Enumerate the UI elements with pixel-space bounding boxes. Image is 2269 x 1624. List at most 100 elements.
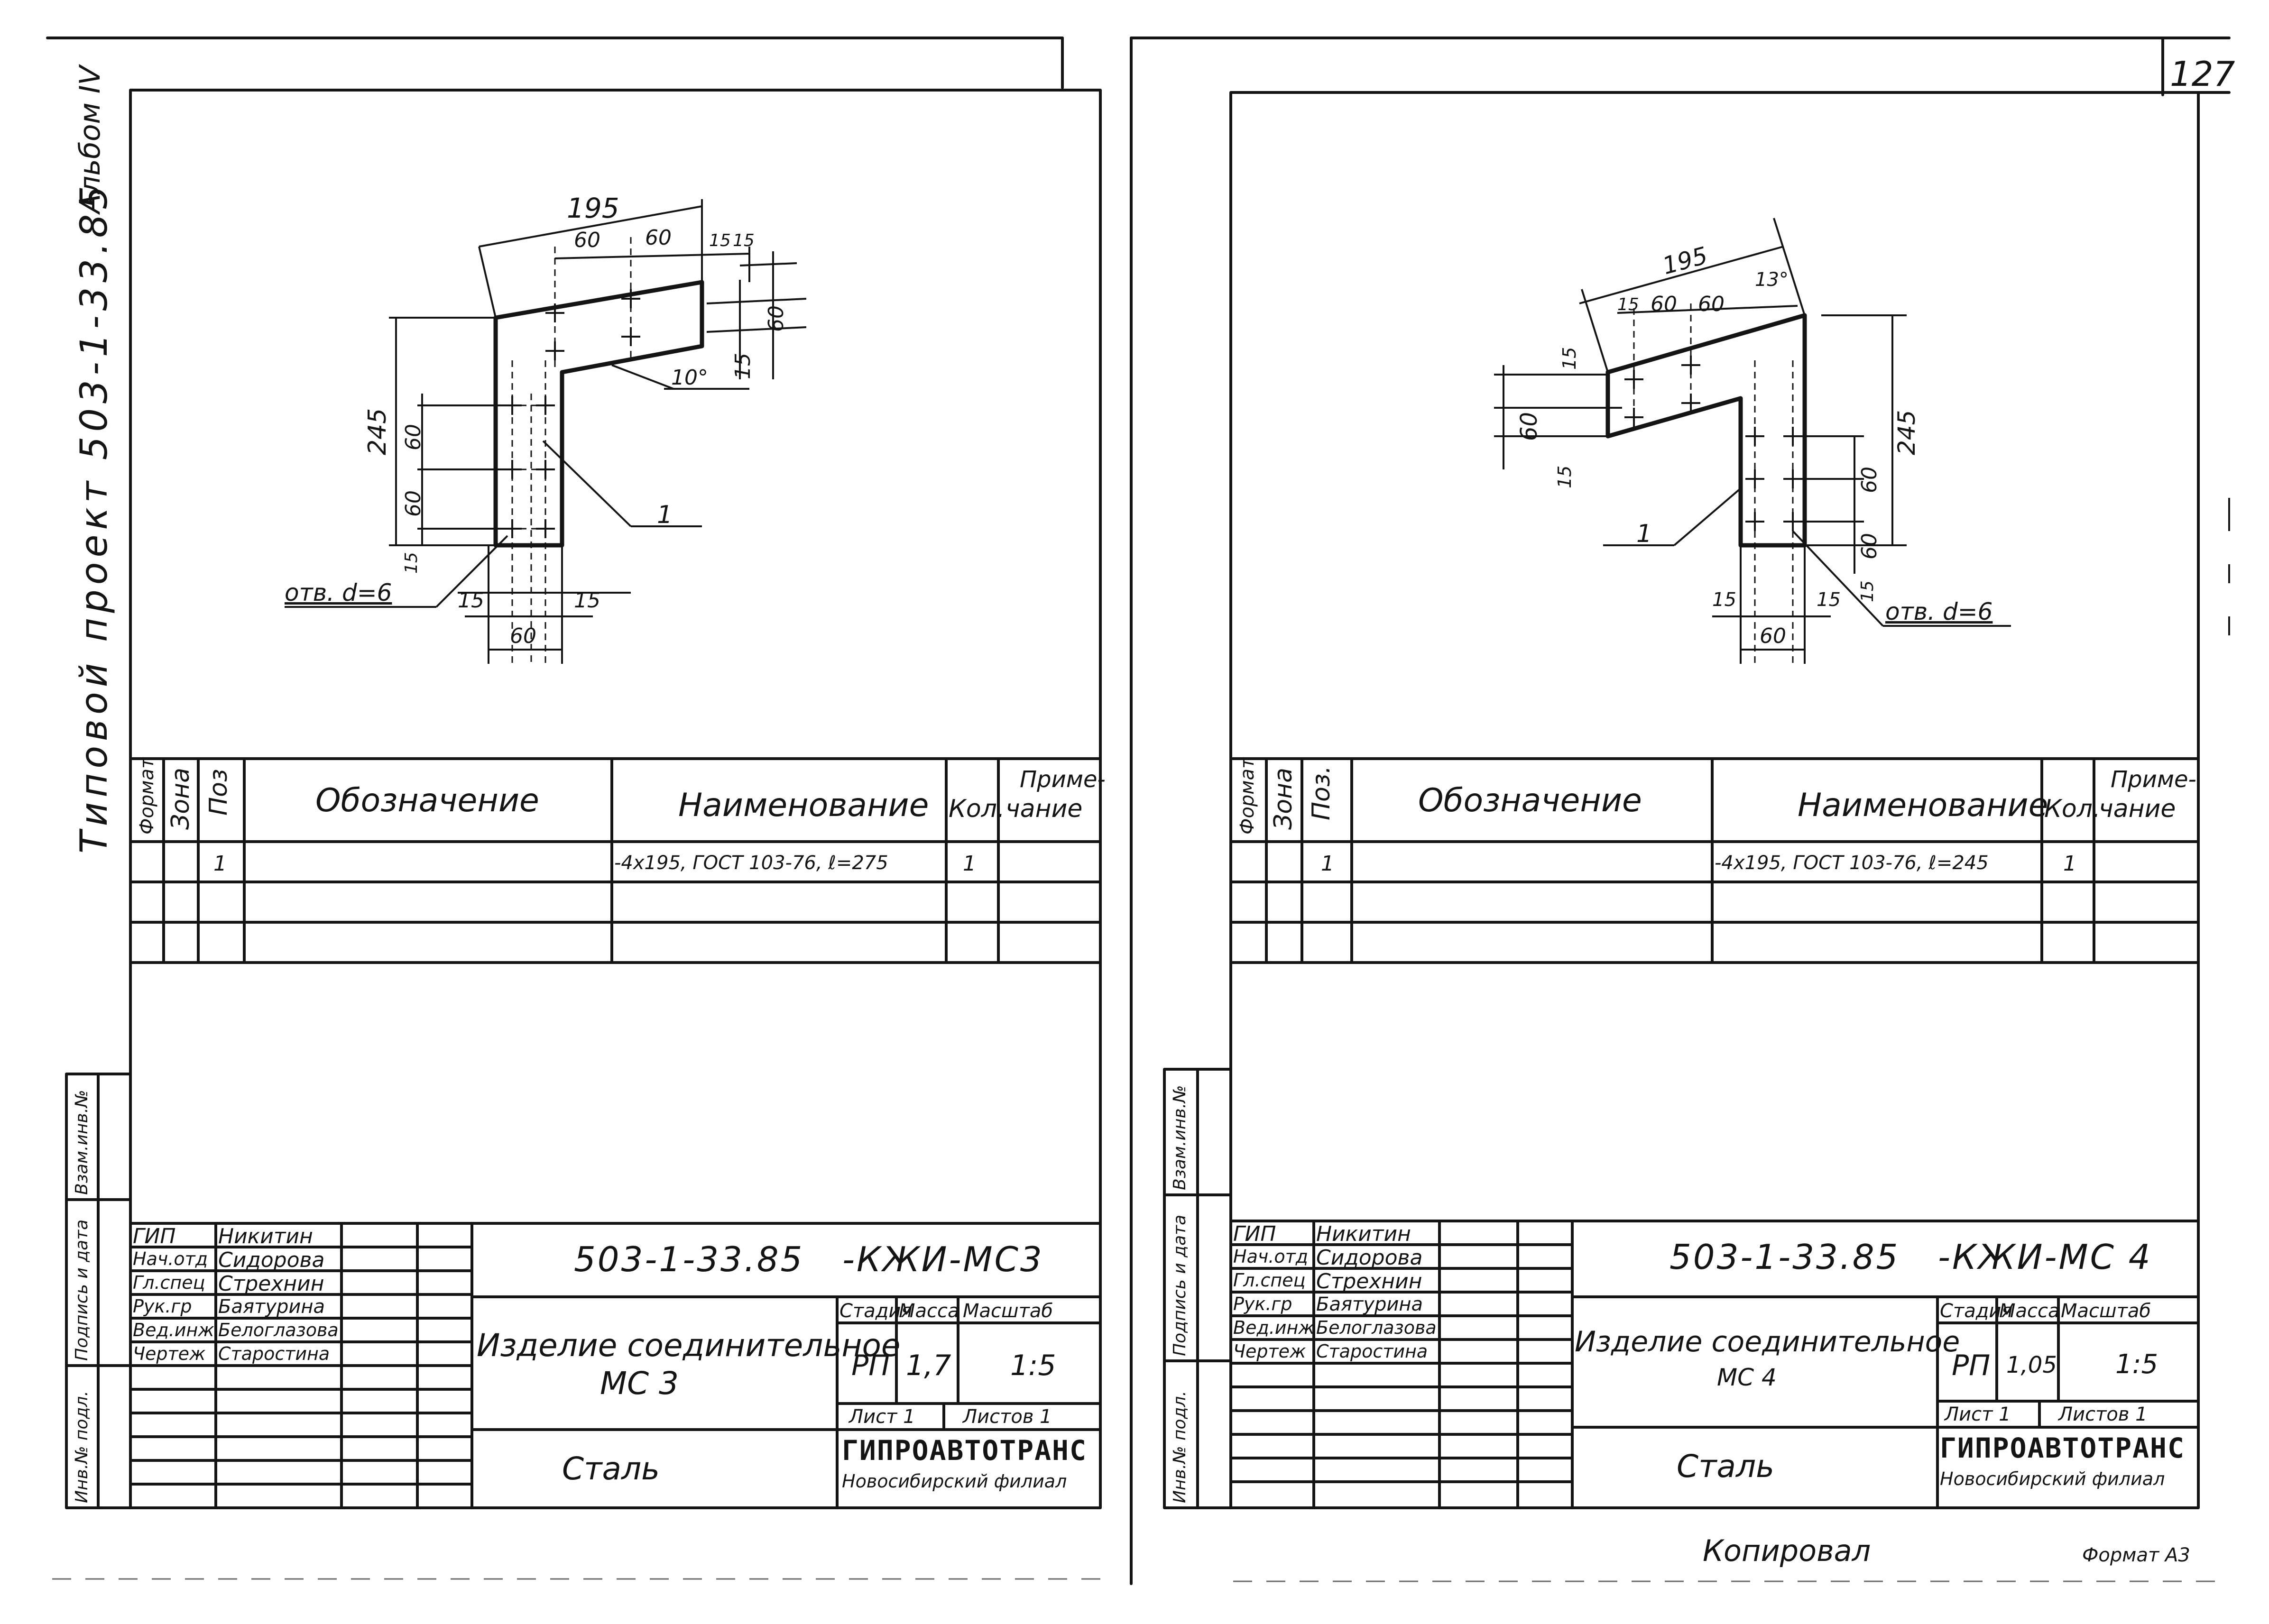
mc3-scale-label: Масштаб — [963, 1300, 1053, 1322]
mc4-signer-role-2: Нач.отд — [1233, 1246, 1309, 1267]
mc3-stage: РП — [851, 1349, 890, 1382]
mc4-scale-label: Масштаб — [2061, 1300, 2151, 1322]
mc3-hole-note: отв. d=6 — [285, 579, 392, 606]
stamp-inv-orig-right: Инв.№ подл. — [1170, 1391, 1190, 1503]
mc4-leader-pos: 1 — [1636, 520, 1652, 548]
mc4-dim-h60b: 60 — [1857, 533, 1882, 560]
mc4-signer-role-1: ГИП — [1233, 1222, 1276, 1246]
mc4-dim-h15: 15 — [1858, 580, 1877, 602]
mc4-dim-angle: 13° — [1755, 269, 1789, 291]
mc4-signer-role-6: Чертеж — [1233, 1341, 1306, 1362]
mc3-branch: Новосибирский филиал — [842, 1471, 1067, 1492]
mc4-signer-name-5: Белоглазова — [1316, 1317, 1437, 1338]
mc3-dim-60a: 60 — [574, 228, 600, 252]
mc3-title-line-1: Изделие соединительное — [477, 1327, 901, 1364]
spec-header-name-right: Наименование — [1798, 787, 2048, 824]
spec-header-zone: Зона — [166, 767, 195, 830]
mc4-signer-role-5: Вед.инж — [1233, 1317, 1315, 1338]
mc4-signer-role-3: Гл.спец — [1233, 1270, 1306, 1291]
mc4-title-line-2: МС 4 — [1717, 1364, 1777, 1391]
mc4-dim-height: 245 — [1893, 410, 1920, 455]
mc4-dim-h60a: 60 — [1857, 467, 1882, 493]
stamp-inv-sub: Взам.инв.№ — [72, 1090, 92, 1195]
sheet-number: 127 — [2170, 54, 2235, 94]
mc4-mass-label: Масса — [1999, 1300, 2060, 1322]
mc4-dim-b15b: 15 — [1817, 589, 1841, 611]
mc3-signer-name-6: Старостина — [218, 1343, 330, 1364]
mc4-organization: ГИПРОАВТОТРАНС — [1940, 1432, 2185, 1464]
mc3-sheets-label: Листов 1 — [963, 1406, 1052, 1428]
mc3-dim-15b: 15 — [733, 231, 755, 250]
copied-label: Копировал — [1703, 1533, 1871, 1568]
mc4-signer-name-6: Старостина — [1316, 1341, 1428, 1362]
spec-header-note-2-right: чание — [2099, 795, 2176, 823]
spec-header-note-1-right: Приме- — [2111, 766, 2196, 793]
mc3-mass: 1,7 — [906, 1349, 951, 1382]
mc3-dim-b15b: 15 — [574, 588, 600, 613]
mc4-sheet-label: Лист 1 — [1945, 1404, 2011, 1425]
mc3-signer-name-2: Сидорова — [218, 1248, 325, 1272]
mc3-spec-name: -4х195, ГОСТ 103-76, ℓ=275 — [614, 852, 888, 874]
mc3-drawing-code: 503-1-33.85 -КЖИ-МС3 — [574, 1239, 1044, 1279]
mc3-material: Сталь — [562, 1450, 660, 1487]
mc4-spec-name: -4х195, ГОСТ 103-76, ℓ=245 — [1715, 852, 1989, 874]
mc3-dim-60v: 60 — [764, 305, 788, 332]
spec-header-note-1: Приме- — [1020, 766, 1106, 793]
mc4-spec-pos: 1 — [1321, 852, 1334, 876]
spec-header-format-right: Формат — [1236, 757, 1258, 835]
side-project-label: Типовой проект 503-1-33.85 — [73, 181, 116, 853]
mc3-spec-qty: 1 — [963, 852, 976, 876]
mc4-branch: Новосибирский филиал — [1940, 1468, 2165, 1489]
mc3-dim-b60: 60 — [510, 624, 536, 648]
mc3-sheet-label: Лист 1 — [849, 1406, 915, 1428]
spec-header-pos: Поз — [204, 769, 233, 816]
mc4-signer-role-4: Рук.гр — [1233, 1294, 1292, 1314]
mc3-signer-role-5: Вед.инж — [133, 1320, 214, 1340]
mc3-title-line-2: МС 3 — [600, 1365, 679, 1402]
mc3-signer-role-3: Гл.спец — [133, 1272, 205, 1293]
mc3-dim-60b: 60 — [645, 226, 672, 250]
mc3-signer-name-3: Стрехнин — [218, 1272, 324, 1296]
spec-header-qty-right: Кол. — [2044, 795, 2101, 823]
mc3-signer-role-6: Чертеж — [133, 1343, 206, 1364]
mc4-dim-60b: 60 — [1698, 292, 1725, 316]
mc4-title-line-1: Изделие соединительное — [1575, 1325, 1960, 1358]
mc3-scale: 1:5 — [1010, 1349, 1056, 1382]
mc4-mass: 1,05 — [2006, 1352, 2057, 1378]
mc3-signer-name-1: Никитин — [218, 1224, 313, 1248]
mc4-hole-note: отв. d=6 — [1885, 598, 1993, 625]
mc3-signer-name-4: Баятурина — [218, 1296, 325, 1318]
mc4-material: Сталь — [1677, 1448, 1775, 1485]
stamp-inv-orig: Инв.№ подл. — [72, 1391, 92, 1503]
mc3-dim-15a: 15 — [709, 231, 731, 250]
format-label: Формат А3 — [2082, 1544, 2190, 1566]
mc4-drawing-code: 503-1-33.85 -КЖИ-МС 4 — [1669, 1237, 2152, 1277]
spec-header-note-2: чание — [1005, 795, 1083, 823]
mc4-dim-b15a: 15 — [1712, 589, 1736, 611]
mc3-stage-label: Стадия — [839, 1300, 913, 1322]
mc4-stage-label: Стадия — [1940, 1300, 2013, 1322]
spec-header-pos-right: Поз. — [1307, 765, 1336, 820]
mc4-dim-v60: 60 — [1516, 412, 1542, 441]
mc3-signer-role-4: Рук.гр — [133, 1296, 192, 1317]
stamp-sign-date: Подпись и дата — [72, 1219, 92, 1361]
mc3-dim-angle: 10° — [671, 366, 708, 390]
mc4-sheets-label: Листов 1 — [2058, 1404, 2148, 1425]
spec-header-qty: Кол. — [949, 795, 1005, 823]
mc4-signer-name-4: Баятурина — [1316, 1294, 1423, 1315]
spec-header-designation-right: Обозначение — [1418, 782, 1642, 819]
mc3-mass-label: Масса — [899, 1300, 959, 1322]
stamp-sign-date-right: Подпись и дата — [1170, 1214, 1190, 1356]
mc3-dim-h60a: 60 — [401, 424, 425, 450]
spec-header-name: Наименование — [678, 787, 929, 824]
mc4-dim-v15b: 15 — [1554, 465, 1575, 488]
spec-header-zone-right: Зона — [1269, 767, 1298, 830]
mc4-spec-qty: 1 — [2063, 852, 2076, 876]
mc4-signer-name-2: Сидорова — [1316, 1246, 1423, 1270]
mc3-dim-overall-width: 195 — [567, 192, 619, 224]
mc3-dim-b15a: 15 — [458, 588, 484, 613]
mc4-signer-name-3: Стрехнин — [1316, 1269, 1422, 1294]
mc3-signer-role-2: Нач.отд — [133, 1248, 208, 1269]
mc3-signer-role-1: ГИП — [133, 1224, 176, 1248]
